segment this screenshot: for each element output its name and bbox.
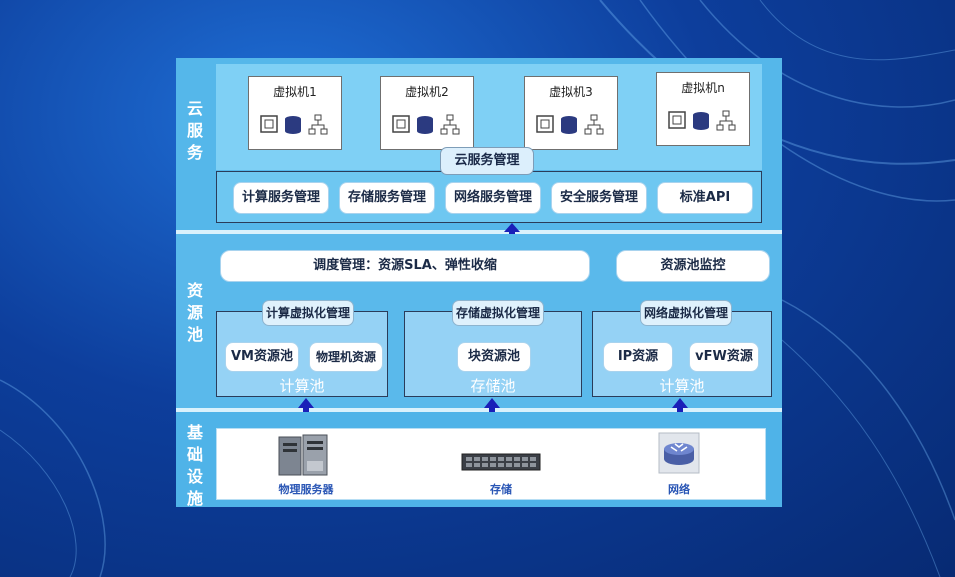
vm-resource-icons (668, 110, 736, 131)
database-icon (285, 116, 301, 134)
pool-caption: 存储池 (470, 377, 516, 395)
infra-server-label: 物理服务器 (278, 483, 334, 496)
vm-card-n[interactable]: 虚拟机n (656, 72, 750, 146)
cpu-icon (668, 111, 686, 129)
storage-array-icon (461, 453, 541, 471)
ip-resource[interactable]: IP资源 (603, 342, 673, 372)
cpu-icon (392, 115, 410, 133)
vm-resource-icons (536, 114, 604, 135)
cpu-icon (260, 115, 278, 133)
vm-title: 虚拟机3 (549, 85, 593, 99)
vm-title: 虚拟机n (681, 81, 725, 95)
server-icon (278, 434, 328, 476)
compute-virt-mgmt[interactable]: 计算虚拟化管理 (262, 300, 354, 326)
vm-card-2[interactable]: 虚拟机2 (380, 76, 474, 150)
cloud-layer-label: 云服务 (186, 99, 203, 162)
compute-pool: VM资源池 物理机资源 计算池 (216, 311, 388, 397)
physical-resource[interactable]: 物理机资源 (309, 342, 383, 372)
vm-card-3[interactable]: 虚拟机3 (524, 76, 618, 150)
vfw-resource[interactable]: vFW资源 (689, 342, 759, 372)
security-service-mgmt[interactable]: 安全服务管理 (551, 182, 647, 214)
standard-api[interactable]: 标准API (657, 182, 753, 214)
vm-title: 虚拟机2 (405, 85, 449, 99)
network-virt-mgmt[interactable]: 网络虚拟化管理 (640, 300, 732, 326)
database-icon (561, 116, 577, 134)
monitor-box[interactable]: 资源池监控 (616, 250, 770, 282)
cloud-mgmt-row: 计算服务管理 存储服务管理 网络服务管理 安全服务管理 标准API (216, 171, 762, 223)
infra-layer-label: 基础设施 (186, 423, 203, 508)
database-icon (417, 116, 433, 134)
scheduler-box[interactable]: 调度管理：资源SLA、弹性收缩 (220, 250, 590, 282)
storage-virt-mgmt[interactable]: 存储虚拟化管理 (452, 300, 544, 326)
separator (176, 408, 782, 412)
infra-network-label: 网络 (668, 483, 690, 496)
separator (176, 230, 782, 234)
network-icon (716, 110, 736, 131)
network-service-mgmt[interactable]: 网络服务管理 (445, 182, 541, 214)
database-icon (693, 112, 709, 130)
network-icon (440, 114, 460, 135)
vm-title: 虚拟机1 (273, 85, 317, 99)
cloud-mgmt-title: 云服务管理 (440, 147, 534, 175)
network-icon (308, 114, 328, 135)
cpu-icon (536, 115, 554, 133)
compute-service-mgmt[interactable]: 计算服务管理 (233, 182, 329, 214)
resource-layer-label: 资源池 (186, 281, 203, 344)
block-resource-pool[interactable]: 块资源池 (457, 342, 531, 372)
architecture-frame: 云服务 虚拟机1 虚拟机2 虚拟机3 虚拟机n (176, 58, 782, 508)
storage-service-mgmt[interactable]: 存储服务管理 (339, 182, 435, 214)
infra-panel: 物理服务器 存储 网络 (216, 428, 766, 500)
router-icon (658, 432, 700, 474)
pool-caption: 计算池 (659, 377, 705, 395)
pool-caption: 计算池 (279, 377, 325, 395)
vm-resource-pool[interactable]: VM资源池 (225, 342, 299, 372)
vm-resource-icons (260, 114, 328, 135)
infra-storage-label: 存储 (490, 483, 512, 496)
network-icon (584, 114, 604, 135)
vm-card-1[interactable]: 虚拟机1 (248, 76, 342, 150)
vm-resource-icons (392, 114, 460, 135)
